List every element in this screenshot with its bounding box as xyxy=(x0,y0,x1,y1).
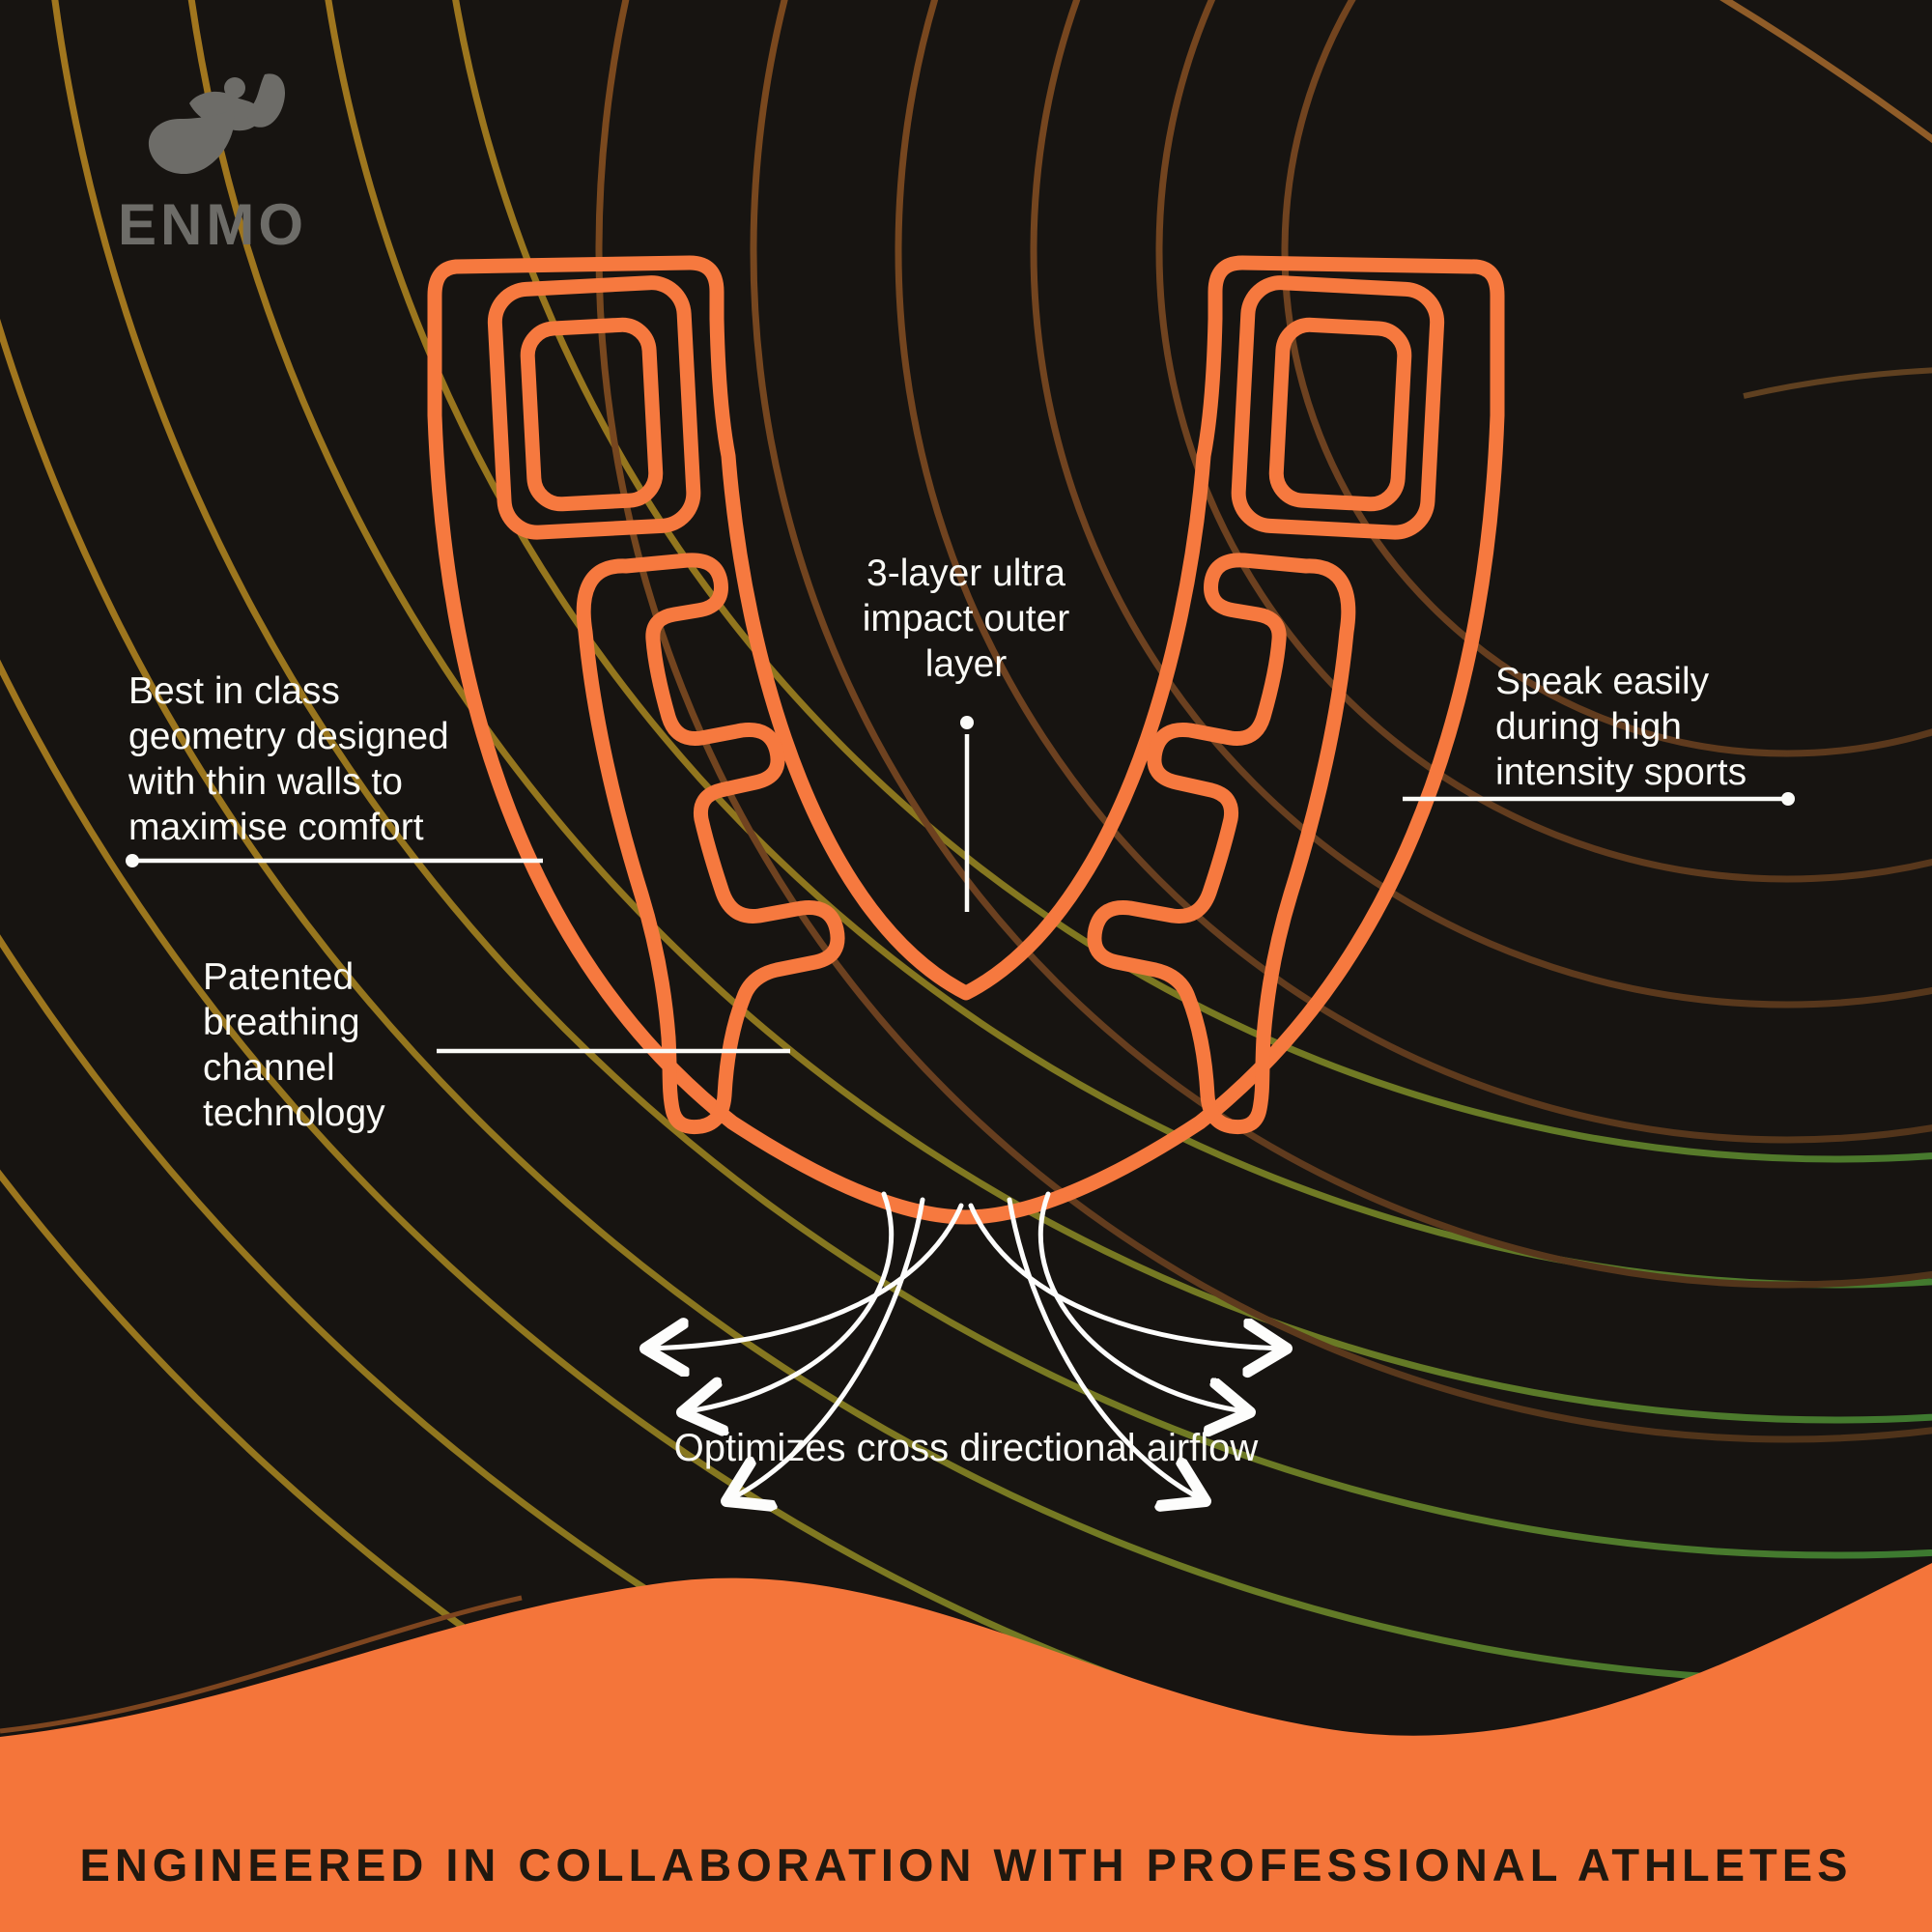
callout-speak-line: intensity sports xyxy=(1495,752,1747,793)
callout-outer-layer-line: impact outer xyxy=(862,598,1070,639)
callout-speak-easily: Speak easily during high intensity sport… xyxy=(1495,659,1862,795)
callout-breathing-line: Patented xyxy=(203,956,355,998)
background-arc xyxy=(750,0,1932,1289)
callout-breathing-line: channel xyxy=(203,1047,335,1089)
right-pad-inner-rect xyxy=(1268,317,1412,512)
background-arc xyxy=(1155,0,1932,883)
callout-outer-layer: 3-layer ultra impact outer layer xyxy=(773,551,1159,687)
left-pad-outer-rect xyxy=(487,275,701,540)
airflow-arrow xyxy=(968,1203,1287,1349)
callout-breathing-line: technology xyxy=(203,1093,385,1134)
callout-speak-line: during high xyxy=(1495,706,1682,748)
logo-right-drop-shape xyxy=(247,73,286,128)
airflow-arrow xyxy=(1007,1197,1206,1501)
airflow-arrows xyxy=(645,1191,1287,1501)
background-arc xyxy=(1281,0,1932,757)
speak-leader-dot xyxy=(1781,792,1795,806)
callout-leader-lines xyxy=(126,716,1795,1054)
bottom-wave xyxy=(0,1563,1932,1932)
mouthguard-diagram xyxy=(427,255,1505,1225)
background-arc xyxy=(1719,0,1932,144)
left-wing-pads xyxy=(487,275,701,540)
background-arc xyxy=(1030,0,1932,1009)
logo-head-dot xyxy=(224,77,245,99)
right-wing-pads xyxy=(1231,275,1445,540)
background-arc xyxy=(895,0,1932,1144)
airflow-arrow xyxy=(682,1191,895,1412)
background-arc xyxy=(452,0,1932,1163)
callout-speak-line: Speak easily xyxy=(1495,661,1710,702)
airflow-arrow xyxy=(1037,1191,1250,1412)
airflow-arrow xyxy=(645,1203,964,1349)
callout-outer-layer-line: layer xyxy=(924,643,1008,685)
geometry-leader-dot xyxy=(126,854,139,867)
footer-tagline: ENGINEERED IN COLLABORATION WITH PROFESS… xyxy=(79,1839,1853,1890)
callout-geometry-line: with thin walls to xyxy=(128,761,403,803)
background-arc xyxy=(51,0,1932,1558)
logo-left-drop-shape xyxy=(148,109,235,175)
callout-outer-layer-line: 3-layer ultra xyxy=(867,553,1065,594)
callout-geometry: Best in class geometry designed with thi… xyxy=(128,668,592,850)
brand-logo-text: ENMO xyxy=(118,192,307,257)
left-pad-inner-rect xyxy=(520,317,664,512)
airflow-arrow xyxy=(726,1197,925,1501)
wave-shape xyxy=(0,1563,1932,1932)
callout-geometry-line: geometry designed xyxy=(128,716,449,757)
background-arc xyxy=(188,0,1932,1423)
callout-geometry-line: Best in class xyxy=(128,670,340,712)
brand-logo-icon xyxy=(148,73,286,175)
callout-airflow: Optimizes cross directional airflow xyxy=(673,1427,1259,1469)
background-arc xyxy=(1743,367,1932,399)
callout-breathing-channel: Patented breathing channel technology xyxy=(203,954,512,1136)
left-breathing-channel xyxy=(576,553,845,1135)
right-pad-outer-rect xyxy=(1231,275,1445,540)
wave-edge-accent xyxy=(0,1595,523,1734)
callout-geometry-line: maximise comfort xyxy=(128,807,424,848)
callout-breathing-line: breathing xyxy=(203,1002,360,1043)
outer-layer-leader-dot xyxy=(960,716,974,729)
background-arc xyxy=(595,0,1932,1443)
